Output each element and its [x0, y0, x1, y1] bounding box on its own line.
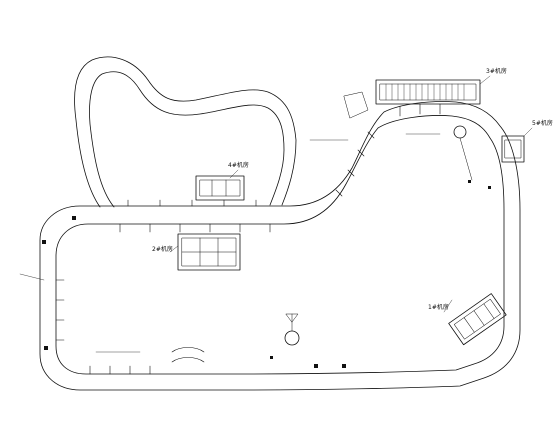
- ramp-top: [343, 91, 369, 119]
- station-4-building: [195, 175, 245, 201]
- center-node: [284, 330, 300, 346]
- label-area-mid-left: 2#机房: [152, 246, 173, 253]
- label-area-top-right: 3#机房: [486, 68, 507, 75]
- station-1-building: [448, 293, 507, 346]
- label-area-right: 5#机房: [532, 120, 553, 127]
- station-5-inner: [504, 139, 522, 159]
- station-3-building: [375, 79, 481, 105]
- station-5-building: [501, 135, 525, 163]
- upper-winding-road-inner: [89, 71, 285, 208]
- station-4-inner: [199, 179, 241, 197]
- track-segment-ticks: [55, 103, 441, 375]
- station-3-hatch: [385, 83, 465, 101]
- track-markers: [42, 180, 491, 368]
- junction-node-top-right: [453, 125, 467, 139]
- bottom-crossing: [171, 347, 205, 363]
- main-track-inner: [55, 115, 505, 375]
- upper-winding-road-outer: [74, 56, 297, 208]
- main-track-outer: [39, 101, 521, 391]
- leader-lines: [19, 75, 533, 353]
- label-area-center: 4#机房: [228, 162, 249, 169]
- label-area-bottom-right: 1#机房: [428, 304, 449, 311]
- station-2-building: [177, 233, 241, 271]
